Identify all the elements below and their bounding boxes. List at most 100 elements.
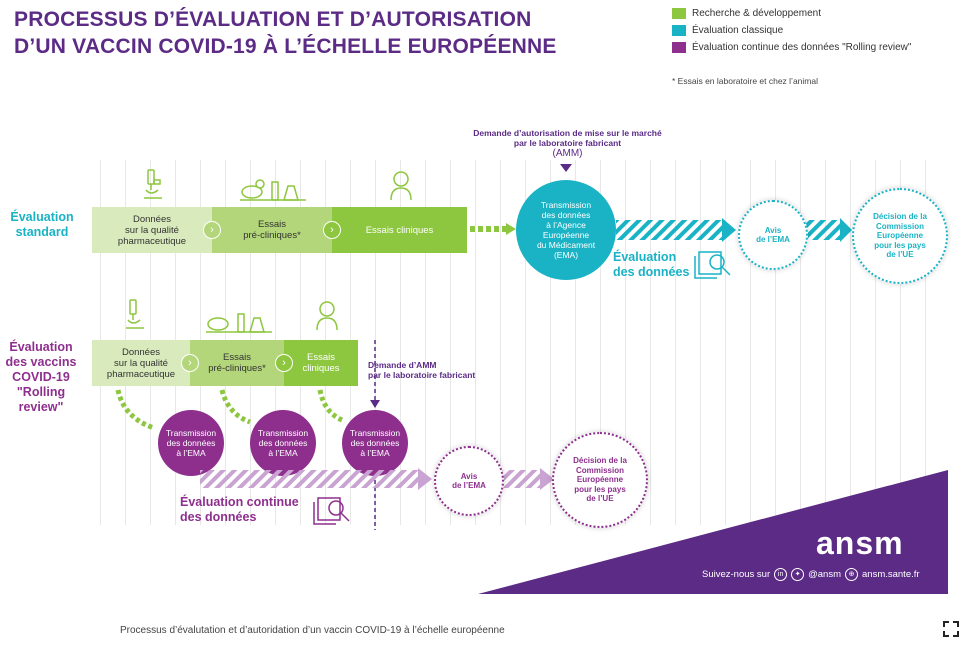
step-text: sur la qualité	[125, 224, 179, 236]
hatched-arrow-standard-1	[616, 218, 736, 242]
ema-text: à l’Agence	[546, 220, 586, 230]
decision-text: Décision de la	[873, 212, 927, 222]
step-text: pharmaceutique	[106, 368, 176, 380]
row-label-standard: Évaluation standard	[2, 210, 82, 240]
legend-swatch-green	[672, 7, 686, 19]
lab-equipment-icon	[206, 313, 272, 333]
row-label-line: standard	[15, 225, 69, 239]
microscope-icon	[126, 299, 144, 329]
social-bar: Suivez-nous sur in ✦ @ansm ⊕ ansm.sante.…	[702, 568, 920, 581]
title-line-2: D’UN VACCIN COVID-19 À L’ÉCHELLE EUROPÉE…	[14, 35, 557, 58]
twitter-icon[interactable]: ✦	[791, 568, 805, 581]
amm-text: par le laboratoire fabricant	[368, 370, 476, 380]
linkedin-icon[interactable]: in	[774, 568, 788, 581]
dotted-curves	[115, 389, 344, 431]
dotted-arrow	[470, 223, 516, 235]
ema-transmission-circle: Transmission des données à l’Agence Euro…	[516, 180, 616, 280]
footnote: * Essais en laboratoire et chez l’animal	[672, 76, 818, 86]
image-caption: Processus d’évalutation et d’autoridatio…	[120, 625, 505, 636]
legend-item-rd: Recherche & développement	[672, 6, 821, 20]
globe-icon: ⊕	[845, 568, 858, 581]
magnifier-document-icon	[694, 251, 731, 279]
hatched-arrow-rolling-2	[500, 468, 554, 490]
doctor-icon	[316, 301, 338, 331]
handle-link[interactable]: @ansm	[808, 569, 841, 580]
transmission-ema-circle-3: Transmission des données à l’EMA	[342, 410, 408, 476]
rolling-amm-text: Demande d’AMM par le laboratoire fabrica…	[368, 360, 488, 380]
standard-step-quality: Données sur la qualité pharmaceutique	[92, 207, 212, 253]
doctor-icon	[390, 171, 412, 201]
transmission-ema-circle-1: Transmission des données à l’EMA	[158, 410, 224, 476]
step-text: Essais	[307, 352, 335, 363]
row-label-rolling: Évaluation des vaccins COVID-19 "Rolling…	[0, 340, 82, 415]
legend-item-classic: Évaluation classique	[672, 23, 783, 37]
eval-label-line: des données	[613, 265, 690, 279]
site-link[interactable]: ansm.sante.fr	[862, 569, 920, 580]
decision-text: de l’UE	[586, 494, 614, 504]
legend-swatch-purple	[672, 41, 686, 53]
row-label-line: Évaluation	[9, 340, 73, 354]
legend-label: Évaluation continue des données "Rolling…	[692, 41, 912, 53]
microscope-icon	[144, 169, 162, 199]
transmission-text: des données	[350, 438, 400, 448]
transmission-text: à l’EMA	[176, 448, 206, 458]
avis-text: de l’EMA	[452, 481, 486, 490]
magnifier-document-icon	[313, 497, 350, 525]
hatched-arrow-standard-2	[800, 218, 852, 242]
ema-text: Transmission	[540, 200, 592, 210]
transmission-text: Transmission	[349, 428, 401, 438]
expand-icon[interactable]	[942, 620, 960, 638]
page-title: PROCESSUS D’ÉVALUATION ET D’AUTORISATION…	[14, 6, 557, 60]
lab-equipment-icon	[240, 179, 306, 201]
arrow-right-icon: ›	[323, 221, 341, 239]
avis-ema-standard: Avis de l’EMA	[738, 200, 808, 270]
brand-banner	[478, 470, 948, 594]
amm-line-3: (AMM)	[552, 148, 583, 159]
legend-label: Évaluation classique	[692, 24, 784, 36]
transmission-text: à l’EMA	[360, 448, 390, 458]
avis-text: de l’EMA	[756, 235, 790, 244]
title-line-1: PROCESSUS D’ÉVALUATION ET D’AUTORISATION	[14, 8, 532, 31]
transmission-text: des données	[166, 438, 216, 448]
eval-label-line: des données	[180, 510, 257, 524]
arrow-right-icon: ›	[275, 354, 293, 372]
row-label-line: Évaluation	[10, 210, 74, 224]
decision-text: pour les pays	[574, 484, 626, 494]
decision-text: de l’UE	[886, 250, 914, 260]
row-label-line: "Rolling review"	[16, 385, 66, 414]
ema-text: des données	[541, 210, 591, 220]
decision-commission-standard: Décision de la Commission Européenne pou…	[852, 188, 948, 284]
legend-swatch-teal	[672, 24, 686, 36]
arrow-right-icon: ›	[203, 221, 221, 239]
step-text: pré-cliniques*	[208, 363, 266, 374]
rolling-step-clinical: Essais cliniques	[284, 340, 358, 386]
avis-text: Avis	[460, 471, 478, 481]
arrow-right-icon: ›	[181, 354, 199, 372]
eval-label-line: Évaluation continue	[180, 495, 299, 509]
amm-line-2: par le laboratoire fabricant	[513, 138, 622, 148]
row-label-line: des vaccins	[5, 355, 77, 369]
decision-text: Commission	[875, 221, 924, 231]
ema-text: Européenne	[542, 230, 590, 240]
ema-text: du Médicament	[536, 240, 596, 250]
step-text: cliniques	[302, 363, 340, 374]
ansm-logo: ansm	[816, 525, 904, 561]
follow-text: Suivez-nous sur	[702, 569, 771, 580]
transmission-text: à l’EMA	[268, 448, 298, 458]
decision-text: Décision de la	[573, 456, 627, 466]
decision-commission-rolling: Décision de la Commission Européenne pou…	[552, 432, 648, 528]
standard-eval-label: Évaluation des données	[613, 250, 689, 280]
hatched-arrow-rolling-1	[200, 468, 432, 490]
eval-label-line: Évaluation	[613, 250, 677, 264]
amm-request-text: Demande d’autorisation de mise sur le ma…	[460, 128, 675, 159]
down-triangle-icon	[560, 164, 572, 172]
row-label-line: COVID-19	[12, 370, 70, 384]
step-text: sur la qualité	[114, 357, 168, 369]
decision-text: Européenne	[876, 231, 924, 241]
legend-item-rolling: Évaluation continue des données "Rolling…	[672, 40, 911, 54]
decision-text: Commission	[575, 465, 624, 475]
transmission-text: Transmission	[165, 428, 217, 438]
rolling-step-quality: Données sur la qualité pharmaceutique	[92, 340, 190, 386]
standard-step-clinical: Essais cliniques	[332, 207, 467, 253]
standard-step-preclinical: Essais pré-cliniques*	[212, 207, 332, 253]
